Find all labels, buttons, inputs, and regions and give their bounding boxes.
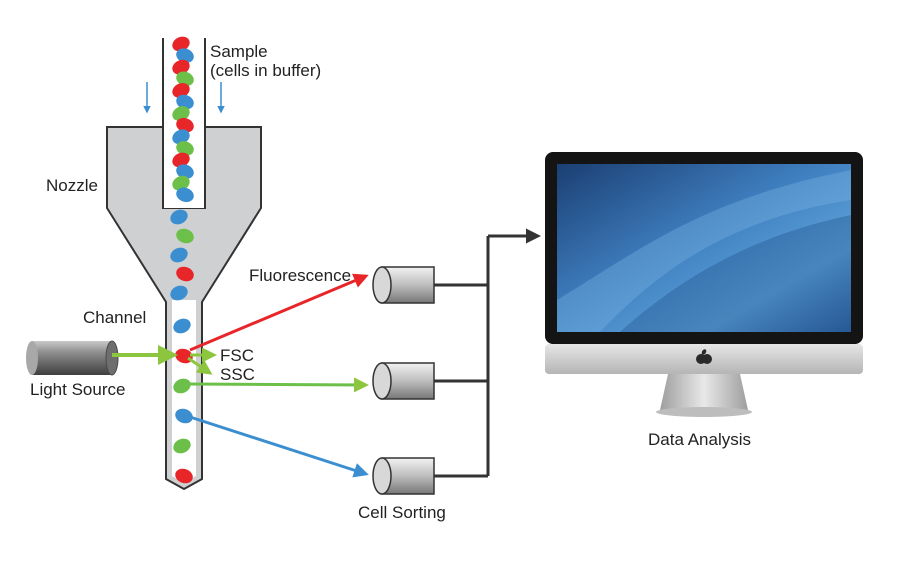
light-source-lens xyxy=(105,340,119,376)
red-cell xyxy=(172,152,190,168)
green-cell xyxy=(172,175,190,191)
data-analysis-label: Data Analysis xyxy=(648,430,751,449)
monitor-foot xyxy=(656,407,752,417)
green-cell xyxy=(173,438,191,454)
apple-logo-icon xyxy=(696,349,712,364)
scatter-detector-arrow xyxy=(189,377,369,393)
blue-cell xyxy=(172,129,190,145)
green-cell xyxy=(176,141,194,156)
ssc-label: SSC xyxy=(220,365,255,384)
green-cell xyxy=(176,71,194,87)
detector-lens xyxy=(372,266,392,304)
cell-sorting-label: Cell Sorting xyxy=(358,503,446,522)
blue-cell xyxy=(170,247,188,263)
monitor-screen xyxy=(557,164,851,332)
light-source xyxy=(26,340,119,376)
blue-cell xyxy=(176,94,194,110)
light-source-cylinder-icon xyxy=(32,341,112,375)
detector-cylinder-icon xyxy=(381,266,435,304)
blue-cell xyxy=(175,408,193,424)
monitor-stand xyxy=(660,374,748,410)
detector-fluorescence xyxy=(372,266,435,304)
blue-cell xyxy=(176,164,194,179)
fluorescence-arrow xyxy=(189,273,369,352)
red-cell xyxy=(175,468,193,484)
red-cell xyxy=(176,266,194,282)
red-cell xyxy=(172,83,190,98)
sorting-arrow xyxy=(189,415,369,478)
fsc-label: FSC xyxy=(220,346,254,365)
screen-wave xyxy=(557,170,851,332)
detector-lens xyxy=(372,362,392,400)
detector-sorting xyxy=(372,457,435,495)
channel-label: Channel xyxy=(83,308,146,327)
green-cell xyxy=(173,378,191,394)
ssc-arrow xyxy=(187,356,213,375)
blue-cell xyxy=(176,48,194,63)
imac-monitor-icon xyxy=(545,152,863,417)
blue-cell xyxy=(173,318,191,334)
light-source-label: Light Source xyxy=(30,380,125,399)
sample-label-line2: (cells in buffer) xyxy=(210,61,321,80)
light-source-back-cap xyxy=(26,341,38,375)
green-cell xyxy=(176,228,194,244)
blue-cell xyxy=(170,209,188,225)
detector-scatter xyxy=(372,362,435,400)
blue-cell xyxy=(176,187,194,203)
blue-cell xyxy=(170,285,188,301)
signal-wires xyxy=(434,228,541,478)
sample-label-line1: Sample xyxy=(210,42,268,61)
nozzle-label: Nozzle xyxy=(46,176,98,195)
red-cell xyxy=(176,117,194,133)
cells-group xyxy=(170,36,194,484)
red-cell xyxy=(172,59,190,75)
green-cell xyxy=(172,106,190,121)
flow-arrows xyxy=(143,82,225,114)
red-cell xyxy=(172,36,190,52)
detector-lens xyxy=(372,457,392,495)
screen-wave-2 xyxy=(620,215,851,332)
fluorescence-label: Fluorescence xyxy=(249,266,351,285)
